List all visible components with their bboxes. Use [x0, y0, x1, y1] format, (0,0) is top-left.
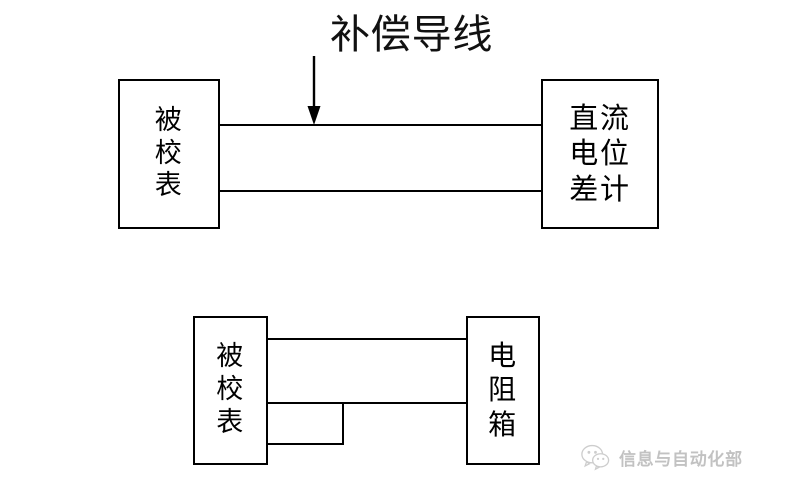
box-text-line: 箱: [488, 407, 518, 441]
box-text-line: 被: [154, 104, 184, 136]
box-text-line: 校: [216, 374, 245, 406]
box-text-line: 直流: [569, 100, 631, 135]
wire-lower-lead: [267, 443, 344, 445]
box-text-line: 阻: [488, 373, 518, 407]
box-text-line: 被: [216, 341, 245, 373]
watermark-text: 信息与自动化部: [619, 449, 743, 470]
wire-middle-lead: [267, 402, 467, 404]
box-dc-potentiometer: 直流 电位 差计: [541, 79, 659, 229]
watermark: 信息与自动化部: [580, 442, 743, 472]
box-text-line: 差计: [569, 171, 631, 206]
box-text-line: 表: [154, 170, 184, 202]
box-text-line: 校: [154, 137, 184, 169]
box-device-under-test-2: 被 校 表: [193, 316, 268, 465]
wire-upper-compensating-lead: [219, 124, 542, 126]
down-arrow-icon: [307, 56, 321, 125]
box-device-under-test-1: 被 校 表: [118, 79, 220, 229]
box-text-line: 电位: [569, 136, 631, 171]
wire-lower-compensating-lead: [219, 190, 542, 192]
box-text-line: 表: [216, 406, 245, 438]
box-resistance-box: 电 阻 箱: [466, 316, 540, 465]
box-text-line: 电: [488, 339, 518, 373]
compensating-wire-label: 补偿导线: [330, 12, 494, 58]
wire-shorting-jumper: [342, 402, 344, 445]
wechat-logo-icon: [581, 444, 610, 471]
wire-upper-lead: [267, 338, 467, 340]
